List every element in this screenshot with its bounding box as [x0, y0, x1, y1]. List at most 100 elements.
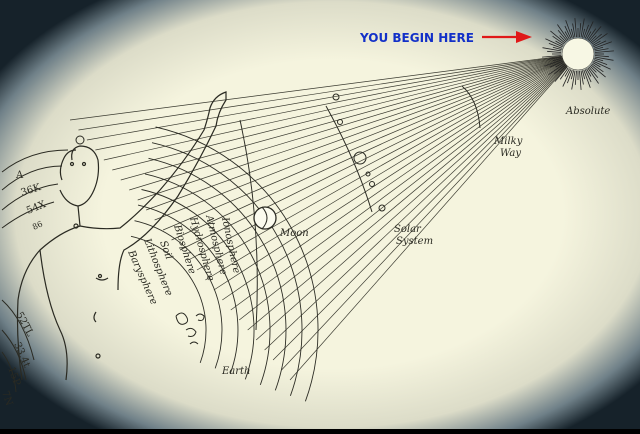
sunburst-ray — [554, 64, 566, 75]
sunburst-ray — [588, 26, 602, 42]
sunburst-ray — [572, 23, 576, 38]
sunburst-ray — [592, 40, 601, 46]
sunburst-ray — [545, 38, 563, 48]
head-ratio-labels: A 36K 54X 86 — [15, 170, 48, 232]
planet-dot-4 — [378, 204, 386, 212]
sunburst-ray — [574, 70, 577, 85]
sunburst-ray — [594, 48, 609, 52]
moon-icon — [253, 206, 277, 230]
earth-layer-arc — [137, 204, 239, 375]
sunburst-ray — [564, 25, 572, 39]
sunburst-ray — [549, 60, 563, 68]
sunburst-ray — [548, 43, 563, 49]
sunburst-ray — [583, 24, 589, 39]
sunburst-ray — [552, 58, 562, 62]
sunburst-ray — [587, 67, 599, 84]
sunburst-ray — [559, 35, 567, 43]
ray-line — [95, 53, 579, 151]
sunburst-ray — [594, 58, 604, 62]
ray-line — [86, 53, 579, 141]
earth-layer-arc — [155, 126, 319, 402]
ray-line — [213, 53, 579, 291]
sunburst-ray — [574, 18, 577, 38]
sunburst-ray — [594, 50, 614, 53]
planet-dot-2 — [337, 119, 343, 125]
ray-line — [247, 53, 579, 331]
sunburst-ray — [567, 69, 573, 84]
sunburst-ray — [557, 24, 569, 41]
absolute-label: Absolute — [565, 106, 610, 117]
sunburst-ray — [552, 35, 565, 45]
sunburst-ray — [554, 66, 568, 82]
ray-line — [239, 53, 579, 321]
ray-line — [154, 53, 579, 221]
sunburst-ray — [571, 70, 576, 90]
ray-line — [255, 53, 579, 341]
sunburst-ray — [580, 70, 584, 85]
body-ratio-7n: 7N — [0, 390, 14, 408]
you-begin-here-callout: YOU BEGIN HERE — [359, 31, 532, 45]
ray-line — [196, 53, 579, 271]
sunburst-ray — [562, 69, 572, 87]
ray-line — [78, 53, 579, 131]
sunburst-ray — [557, 30, 568, 42]
sunburst-ray — [594, 56, 614, 61]
sunburst-ray — [564, 31, 570, 40]
sunburst-ray — [594, 46, 604, 50]
sunburst-ray — [590, 64, 606, 78]
sunburst-ray — [590, 33, 602, 44]
sunburst-ray — [550, 30, 566, 44]
creature-sketches — [175, 312, 205, 345]
sunburst-ray — [542, 55, 562, 58]
sunburst-ray — [564, 68, 570, 77]
human-figure — [16, 91, 227, 381]
sunburst-ray — [593, 59, 608, 65]
sunburst-ray — [592, 62, 601, 68]
sunburst-ray — [587, 28, 597, 41]
head-ratio-86: 86 — [31, 219, 44, 231]
sunburst-ray — [542, 47, 562, 52]
planet-dot-1 — [332, 93, 340, 101]
planet-dot-3 — [369, 181, 375, 187]
milky-way-label-line2: Way — [500, 148, 521, 159]
ray-line — [222, 53, 579, 301]
sunburst-ray — [589, 35, 597, 43]
earth-layer-arc — [134, 220, 223, 369]
sunburst-ray — [565, 20, 573, 39]
sunburst-ray — [589, 65, 597, 73]
earth-label: Earth — [221, 366, 251, 377]
ray-line — [162, 53, 579, 231]
sunburst-ray — [559, 65, 567, 73]
head-ratio-a: A — [15, 170, 24, 181]
ray-line — [146, 53, 579, 211]
sunburst-ray — [544, 59, 563, 67]
sunburst-ray — [555, 62, 564, 68]
solar-system-label-line2: System — [396, 236, 433, 247]
earth-layer-arc — [148, 157, 287, 391]
sunburst-ray — [593, 40, 607, 48]
sunburst-ray — [594, 55, 609, 58]
ray-line — [230, 53, 579, 311]
sunburst-ray — [591, 33, 608, 45]
sunburst-ray — [570, 28, 574, 38]
earth-layer-arc — [130, 235, 207, 364]
planet-dot-5 — [365, 171, 371, 177]
sunburst-ray — [584, 69, 592, 83]
sunburst-ray — [586, 31, 592, 40]
moon-label: Moon — [279, 228, 309, 239]
sun-icon — [353, 151, 367, 165]
sunburst-ray — [570, 70, 574, 80]
sunburst-ray — [555, 40, 564, 46]
sunburst-ray — [584, 21, 594, 39]
sunburst-ray — [593, 60, 611, 70]
earth-layer-arc — [151, 142, 303, 396]
callout-text: YOU BEGIN HERE — [359, 31, 474, 45]
sunburst-ray — [586, 68, 592, 77]
sunburst-ray — [580, 18, 585, 38]
sunburst-ray — [559, 67, 569, 80]
celestial-bodies — [253, 93, 386, 230]
ray-line — [205, 53, 579, 281]
sunburst-ray — [593, 41, 612, 49]
